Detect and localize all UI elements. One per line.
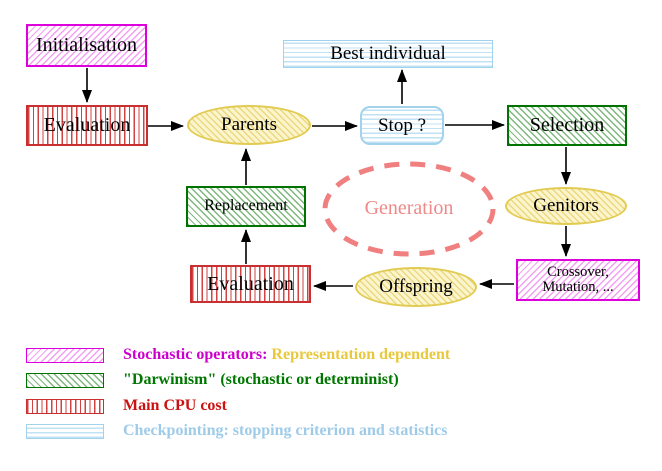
node-selection: Selection	[507, 105, 627, 146]
node-evaluation-top: Evaluation	[26, 105, 148, 146]
node-replacement: Replacement	[186, 186, 306, 227]
node-evaluation-bottom-label: Evaluation	[207, 272, 294, 295]
legend-label-stochastic: Stochastic operators:	[123, 346, 268, 363]
node-stop: Stop ?	[360, 106, 444, 145]
node-initialisation: Initialisation	[26, 24, 147, 67]
node-evaluation-top-label: Evaluation	[43, 114, 131, 136]
legend-swatch-cpu-cost	[26, 398, 104, 414]
legend-label-representation: Representation dependent	[271, 346, 451, 363]
node-replacement-label: Replacement	[204, 197, 288, 215]
legend-swatch-darwinism	[26, 372, 104, 388]
node-crossover-line1: Crossover,	[547, 263, 609, 280]
legend-swatch-stochastic-operators	[26, 347, 104, 363]
node-initialisation-label: Initialisation	[35, 34, 138, 56]
legend-swatch-checkpointing	[26, 423, 104, 439]
legend-label-darwinism: "Darwinism" (stochastic or determinist)	[123, 371, 399, 388]
node-stop-label: Stop ?	[377, 114, 427, 136]
node-genitors-label: Genitors	[533, 195, 599, 217]
node-parents: Parents	[187, 105, 311, 145]
node-best-individual: Best individual	[283, 40, 493, 68]
legend-row-stochastic: Stochastic operators: Representation dep…	[26, 346, 450, 364]
node-crossover-line2: Mutation, ...	[542, 279, 614, 295]
node-crossover-mutation: Crossover, Mutation, ...	[516, 259, 640, 301]
legend-label-checkpointing: Checkpointing: stopping criterion and st…	[123, 422, 448, 439]
node-genitors: Genitors	[505, 187, 627, 225]
node-selection-label: Selection	[529, 114, 605, 136]
node-best-individual-label: Best individual	[330, 43, 446, 65]
legend-text-stochastic: Stochastic operators: Representation dep…	[123, 346, 450, 364]
generation-label: Generation	[364, 197, 454, 219]
legend-row-cpu-cost: Main CPU cost	[26, 397, 227, 414]
node-offspring: Offspring	[355, 267, 477, 307]
legend-label-cpu-cost: Main CPU cost	[123, 397, 227, 414]
generation-loop-ellipse	[322, 161, 496, 257]
flow-arrows	[82, 68, 571, 291]
legend-row-checkpointing: Checkpointing: stopping criterion and st…	[26, 422, 448, 439]
node-evaluation-bottom: Evaluation	[190, 265, 311, 303]
node-parents-label: Parents	[221, 114, 277, 136]
node-offspring-label: Offspring	[379, 276, 453, 298]
legend-row-darwinism: "Darwinism" (stochastic or determinist)	[26, 371, 399, 388]
